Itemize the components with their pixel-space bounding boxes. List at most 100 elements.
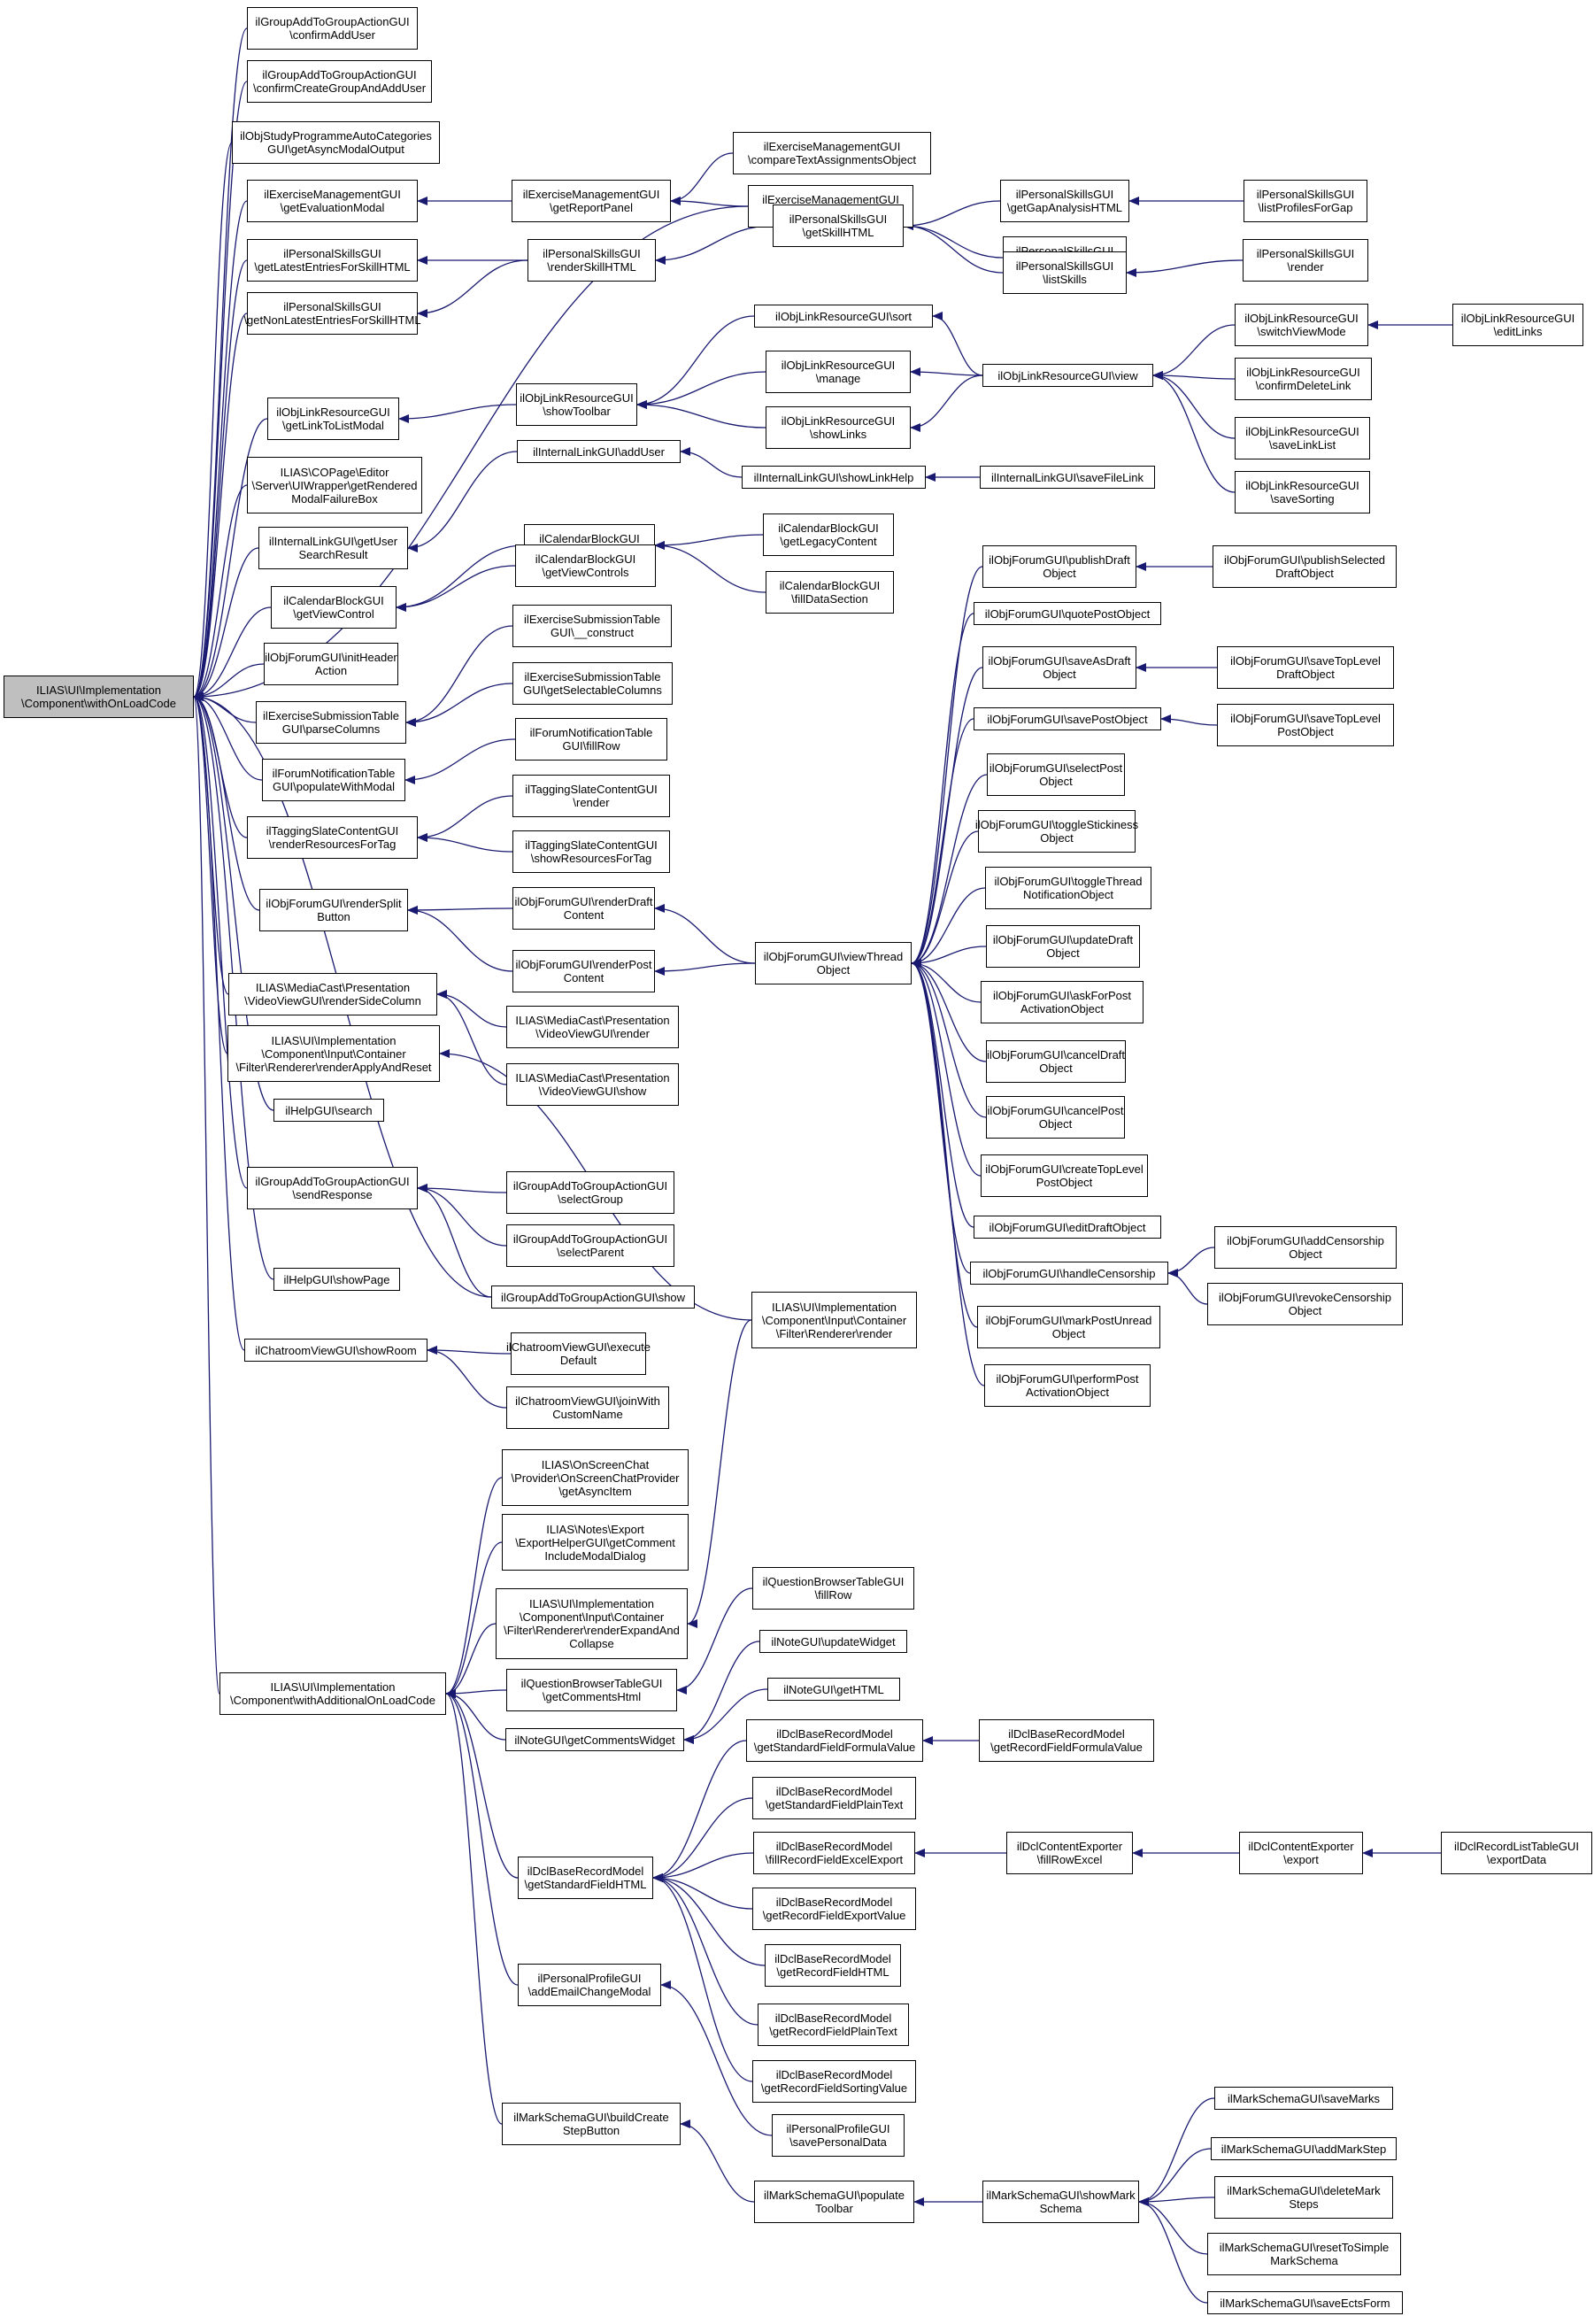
caller-node-p3[interactable]: ilMarkSchemaGUI\showMark Schema: [982, 2181, 1139, 2223]
caller-node-b7[interactable]: ilPersonalSkillsGUI \listProfilesForGap: [1244, 180, 1367, 222]
caller-node-b5[interactable]: ilPersonalSkillsGUI \getSkillHTML: [773, 205, 904, 247]
caller-node-a12[interactable]: ilExerciseSubmissionTable GUI\parseColum…: [256, 701, 406, 744]
caller-node-h6[interactable]: ilObjForumGUI\savePostObject: [974, 707, 1161, 730]
caller-node-n7[interactable]: ilDclContentExporter \export: [1239, 1832, 1363, 1874]
caller-node-f3[interactable]: ilForumNotificationTable GUI\fillRow: [515, 718, 667, 761]
caller-node-g1[interactable]: ilObjForumGUI\renderDraft Content: [512, 887, 655, 930]
caller-node-c8[interactable]: ilObjLinkResourceGUI \confirmDeleteLink: [1235, 358, 1372, 400]
caller-node-p5[interactable]: ilMarkSchemaGUI\addMarkStep: [1211, 2137, 1397, 2160]
caller-node-h12[interactable]: ilObjForumGUI\askForPost ActivationObjec…: [981, 981, 1144, 1023]
caller-node-m3[interactable]: ILIAS\UI\Implementation \Component\Input…: [496, 1588, 688, 1659]
caller-node-a4[interactable]: ilExerciseManagementGUI \getEvaluationMo…: [247, 180, 418, 222]
caller-node-m6[interactable]: ilQuestionBrowserTableGUI \fillRow: [752, 1567, 914, 1610]
caller-node-l1[interactable]: ilChatroomViewGUI\execute Default: [506, 1332, 651, 1375]
caller-node-a8[interactable]: ILIAS\COPage\Editor \Server\UIWrapper\ge…: [247, 457, 422, 513]
caller-node-i1[interactable]: ILIAS\MediaCast\Presentation \VideoViewG…: [506, 1006, 679, 1048]
caller-node-g3[interactable]: ilObjForumGUI\viewThread Object: [755, 942, 912, 984]
caller-node-n11[interactable]: ilDclBaseRecordModel \getRecordFieldPlai…: [758, 2004, 909, 2046]
caller-node-h11[interactable]: ilObjForumGUI\updateDraft Object: [986, 925, 1140, 968]
caller-node-m7[interactable]: ilNoteGUI\updateWidget: [759, 1630, 907, 1653]
caller-node-n5[interactable]: ilDclBaseRecordModel \fillRecordFieldExc…: [753, 1832, 915, 1874]
caller-node-o1[interactable]: ilPersonalProfileGUI \addEmailChangeModa…: [518, 1964, 661, 2006]
caller-node-a11[interactable]: ilObjForumGUI\initHeader Action: [264, 643, 398, 685]
caller-node-n4[interactable]: ilDclBaseRecordModel \getStandardFieldPl…: [752, 1777, 916, 1819]
caller-node-c5[interactable]: ilObjLinkResourceGUI\view: [982, 364, 1153, 387]
caller-node-a21[interactable]: ilChatroomViewGUI\showRoom: [244, 1339, 427, 1362]
caller-node-a7[interactable]: ilObjLinkResourceGUI \getLinkToListModal: [267, 398, 399, 440]
caller-node-m5[interactable]: ilNoteGUI\getCommentsWidget: [505, 1728, 684, 1751]
caller-node-k1[interactable]: ILIAS\UI\Implementation \Component\Input…: [751, 1292, 917, 1348]
caller-node-a2[interactable]: ilGroupAddToGroupActionGUI \confirmCreat…: [247, 60, 432, 103]
caller-node-h15[interactable]: ilObjForumGUI\createTopLevel PostObject: [981, 1154, 1148, 1197]
caller-node-c7[interactable]: ilObjLinkResourceGUI \editLinks: [1452, 304, 1583, 346]
caller-node-n12[interactable]: ilDclBaseRecordModel \getRecordFieldSort…: [752, 2060, 916, 2103]
caller-node-n2[interactable]: ilDclBaseRecordModel \getStandardFieldFo…: [746, 1719, 923, 1762]
caller-node-h8[interactable]: ilObjForumGUI\selectPost Object: [987, 753, 1125, 796]
caller-node-h20[interactable]: ilObjForumGUI\markPostUnread Object: [977, 1306, 1160, 1348]
caller-node-m2[interactable]: ILIAS\Notes\Export \ExportHelperGUI\getC…: [502, 1514, 689, 1571]
caller-node-h3[interactable]: ilObjForumGUI\quotePostObject: [974, 602, 1161, 625]
caller-node-a16[interactable]: ILIAS\MediaCast\Presentation \VideoViewG…: [228, 973, 437, 1015]
caller-node-p7[interactable]: ilMarkSchemaGUI\resetToSimple MarkSchema: [1207, 2233, 1401, 2275]
caller-node-m8[interactable]: ilNoteGUI\getHTML: [767, 1678, 900, 1701]
caller-node-a18[interactable]: ilHelpGUI\search: [273, 1099, 384, 1122]
caller-node-a9[interactable]: ilInternalLinkGUI\getUser SearchResult: [258, 527, 408, 569]
caller-node-h21[interactable]: ilObjForumGUI\performPost ActivationObje…: [984, 1364, 1151, 1407]
caller-node-o2[interactable]: ilPersonalProfileGUI \savePersonalData: [772, 2114, 905, 2157]
caller-node-a3[interactable]: ilObjStudyProgrammeAutoCategories GUI\ge…: [232, 121, 440, 164]
caller-node-j1[interactable]: ilGroupAddToGroupActionGUI \selectGroup: [506, 1171, 674, 1214]
caller-node-g2[interactable]: ilObjForumGUI\renderPost Content: [512, 950, 655, 992]
caller-node-a6[interactable]: ilPersonalSkillsGUI \getNonLatestEntries…: [243, 292, 421, 335]
caller-node-a14[interactable]: ilTaggingSlateContentGUI \renderResource…: [247, 816, 418, 859]
caller-node-m4[interactable]: ilQuestionBrowserTableGUI \getCommentsHt…: [506, 1669, 677, 1711]
caller-node-h16[interactable]: ilObjForumGUI\editDraftObject: [974, 1216, 1161, 1239]
caller-node-f1[interactable]: ilExerciseSubmissionTable GUI\__construc…: [512, 605, 672, 647]
caller-node-h7[interactable]: ilObjForumGUI\saveTopLevel PostObject: [1217, 704, 1394, 746]
caller-node-d1[interactable]: ilInternalLinkGUI\addUser: [517, 440, 681, 463]
caller-node-n1[interactable]: ilDclBaseRecordModel \getStandardFieldHT…: [518, 1857, 653, 1899]
caller-node-e4[interactable]: ilCalendarBlockGUI \fillDataSection: [766, 571, 894, 614]
caller-node-c2[interactable]: ilObjLinkResourceGUI\sort: [754, 305, 933, 328]
caller-node-h2[interactable]: ilObjForumGUI\publishSelected DraftObjec…: [1213, 545, 1397, 588]
caller-node-h9[interactable]: ilObjForumGUI\toggleStickiness Object: [975, 810, 1138, 853]
caller-node-d2[interactable]: ilInternalLinkGUI\showLinkHelp: [742, 466, 926, 489]
caller-node-b6[interactable]: ilPersonalSkillsGUI \getGapAnalysisHTML: [1000, 180, 1129, 222]
caller-node-a13[interactable]: ilForumNotificationTable GUI\populateWit…: [262, 759, 405, 801]
caller-node-c10[interactable]: ilObjLinkResourceGUI \saveSorting: [1235, 471, 1370, 513]
caller-node-h14[interactable]: ilObjForumGUI\cancelPost Object: [986, 1096, 1125, 1139]
caller-node-n3[interactable]: ilDclBaseRecordModel \getRecordFieldForm…: [979, 1719, 1154, 1762]
caller-node-c1[interactable]: ilObjLinkResourceGUI \showToolbar: [516, 383, 637, 426]
caller-node-e3[interactable]: ilCalendarBlockGUI \getLegacyContent: [763, 513, 894, 556]
caller-node-b10[interactable]: ilPersonalSkillsGUI \render: [1243, 239, 1368, 282]
caller-node-h18[interactable]: ilObjForumGUI\addCensorship Object: [1214, 1226, 1397, 1269]
caller-node-a10[interactable]: ilCalendarBlockGUI \getViewControl: [271, 586, 397, 629]
caller-node-a17[interactable]: ILIAS\UI\Implementation \Component\Input…: [227, 1025, 440, 1082]
caller-node-a19[interactable]: ilGroupAddToGroupActionGUI \sendResponse: [247, 1167, 418, 1209]
caller-node-h17[interactable]: ilObjForumGUI\handleCensorship: [970, 1262, 1168, 1285]
caller-node-c4[interactable]: ilObjLinkResourceGUI \showLinks: [766, 406, 911, 449]
caller-node-f2[interactable]: ilExerciseSubmissionTable GUI\getSelecta…: [512, 662, 673, 705]
caller-node-n6[interactable]: ilDclContentExporter \fillRowExcel: [1006, 1832, 1133, 1874]
caller-node-n10[interactable]: ilDclBaseRecordModel \getRecordFieldHTML: [765, 1944, 901, 1987]
caller-node-d3[interactable]: ilInternalLinkGUI\saveFileLink: [980, 466, 1155, 489]
caller-node-c6[interactable]: ilObjLinkResourceGUI \switchViewMode: [1235, 304, 1368, 346]
caller-node-p2[interactable]: ilMarkSchemaGUI\populate Toolbar: [754, 2181, 914, 2223]
caller-node-b1[interactable]: ilExerciseManagementGUI \getReportPanel: [512, 180, 671, 222]
caller-node-p6[interactable]: ilMarkSchemaGUI\deleteMark Steps: [1214, 2176, 1393, 2219]
caller-node-h4[interactable]: ilObjForumGUI\saveAsDraft Object: [982, 646, 1136, 689]
caller-node-e2[interactable]: ilCalendarBlockGUI \getViewControls: [515, 544, 656, 587]
caller-node-b9[interactable]: ilPersonalSkillsGUI \listSkills: [1003, 251, 1127, 294]
caller-node-f5[interactable]: ilTaggingSlateContentGUI \showResourcesF…: [512, 830, 670, 873]
caller-node-n9[interactable]: ilDclBaseRecordModel \getRecordFieldExpo…: [752, 1888, 916, 1930]
caller-node-c3[interactable]: ilObjLinkResourceGUI \manage: [766, 351, 911, 393]
root-node[interactable]: ILIAS\UI\Implementation \Component\withO…: [4, 676, 194, 718]
caller-node-i2[interactable]: ILIAS\MediaCast\Presentation \VideoViewG…: [506, 1063, 679, 1106]
caller-node-c9[interactable]: ilObjLinkResourceGUI \saveLinkList: [1235, 417, 1370, 459]
caller-node-n8[interactable]: ilDclRecordListTableGUI \exportData: [1441, 1832, 1592, 1874]
caller-node-f4[interactable]: ilTaggingSlateContentGUI \render: [512, 775, 670, 817]
caller-node-h19[interactable]: ilObjForumGUI\revokeCensorship Object: [1207, 1283, 1403, 1325]
caller-node-p8[interactable]: ilMarkSchemaGUI\saveEctsForm: [1207, 2291, 1403, 2314]
caller-node-j2[interactable]: ilGroupAddToGroupActionGUI \selectParent: [506, 1224, 674, 1267]
caller-node-add[interactable]: ILIAS\UI\Implementation \Component\withA…: [219, 1672, 446, 1715]
caller-node-a1[interactable]: ilGroupAddToGroupActionGUI \confirmAddUs…: [247, 7, 418, 50]
